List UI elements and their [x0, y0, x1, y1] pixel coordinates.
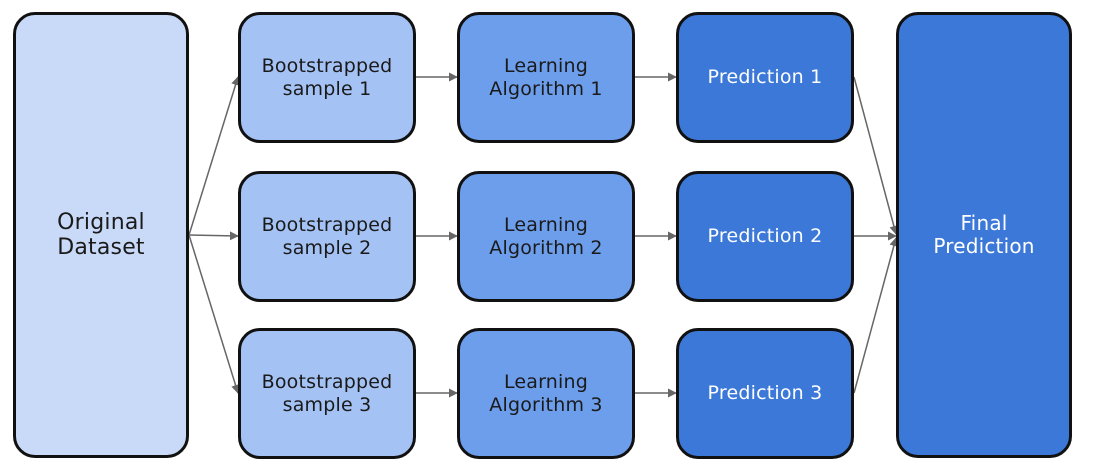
prediction-1-label: Prediction 1 — [707, 66, 823, 88]
learning-algorithm-2-node: Learning Algorithm 2 — [457, 171, 635, 302]
original-dataset-node: Original Dataset — [13, 12, 189, 458]
bootstrapped-sample-1-label: Bootstrapped sample 1 — [261, 54, 393, 100]
arrow-dataset-to-sample-1 — [188, 76, 240, 236]
learning-algorithm-3-label: Learning Algorithm 3 — [489, 370, 603, 416]
prediction-3-label: Prediction 3 — [707, 382, 823, 404]
original-dataset-label: Original Dataset — [57, 210, 145, 260]
final-prediction-node: Final Prediction — [896, 12, 1072, 458]
bootstrapped-sample-2-label: Bootstrapped sample 2 — [261, 213, 393, 259]
learning-algorithm-1-node: Learning Algorithm 1 — [457, 12, 635, 143]
arrow-prediction-1-to-final — [853, 76, 899, 235]
learning-algorithm-3-node: Learning Algorithm 3 — [457, 328, 635, 459]
prediction-2-node: Prediction 2 — [676, 171, 854, 302]
prediction-1-node: Prediction 1 — [676, 12, 854, 143]
learning-algorithm-1-label: Learning Algorithm 1 — [489, 54, 603, 100]
prediction-3-node: Prediction 3 — [676, 328, 854, 459]
bootstrapped-sample-2-node: Bootstrapped sample 2 — [238, 171, 416, 302]
learning-algorithm-2-label: Learning Algorithm 2 — [489, 213, 603, 259]
bootstrapped-sample-3-node: Bootstrapped sample 3 — [238, 328, 416, 459]
bootstrapped-sample-3-label: Bootstrapped sample 3 — [261, 370, 393, 416]
arrow-prediction-3-to-final — [853, 237, 899, 394]
bootstrapped-sample-1-node: Bootstrapped sample 1 — [238, 12, 416, 143]
final-prediction-label: Final Prediction — [933, 211, 1035, 258]
arrow-dataset-to-sample-2 — [188, 231, 239, 241]
arrow-dataset-to-sample-3 — [188, 234, 240, 394]
prediction-2-label: Prediction 2 — [707, 225, 823, 247]
